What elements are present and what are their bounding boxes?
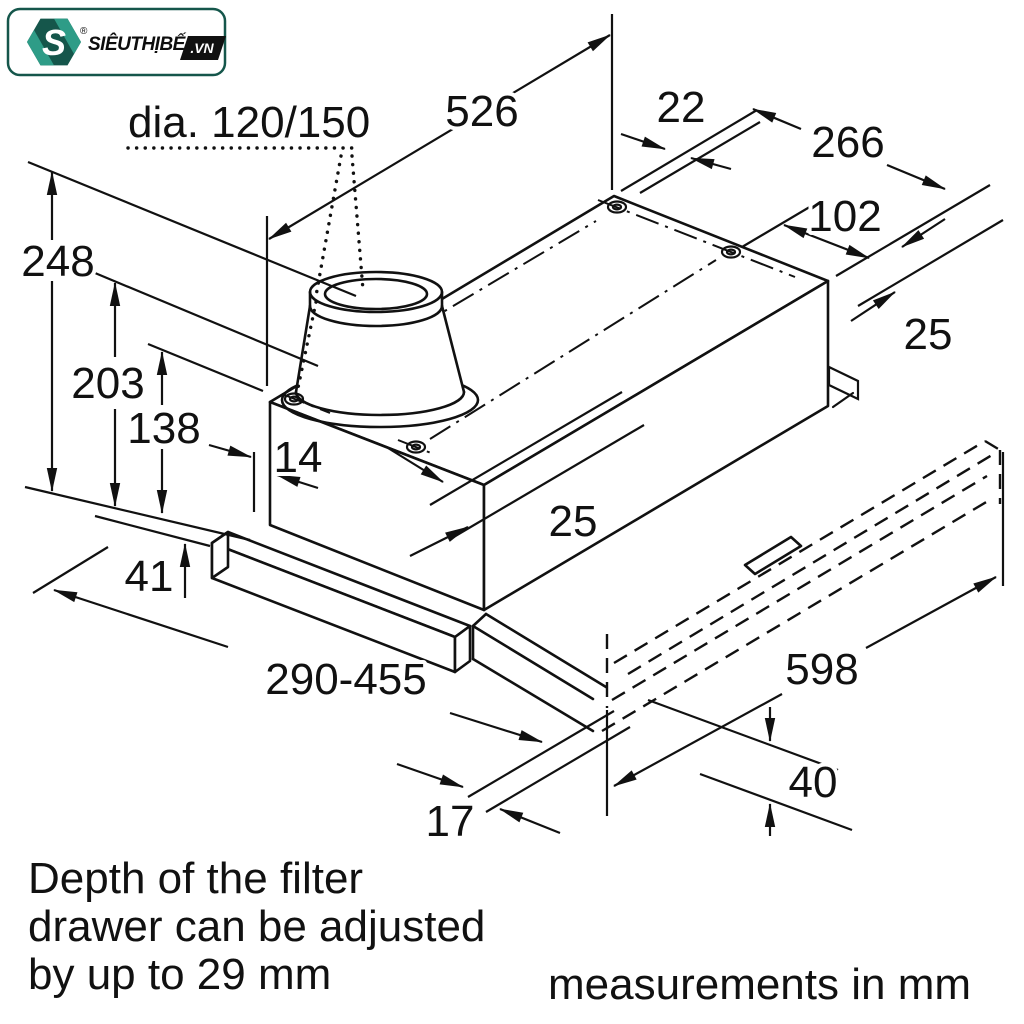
logo-s-letter: S bbox=[42, 22, 66, 63]
label-22: 22 bbox=[657, 83, 706, 132]
label-598: 598 bbox=[785, 645, 858, 694]
diameter-leader-dotted bbox=[126, 146, 365, 390]
collar-opening bbox=[323, 277, 429, 311]
extension-lines bbox=[24, 14, 1005, 832]
note-line-2: drawer can be adjusted bbox=[28, 902, 485, 951]
label-203: 203 bbox=[71, 359, 144, 408]
label-102: 102 bbox=[808, 192, 881, 241]
dimension-arrows bbox=[46, 34, 997, 836]
note-line-1: Depth of the filter bbox=[28, 854, 363, 903]
panel-switch bbox=[743, 535, 803, 576]
screw-hole bbox=[720, 245, 742, 259]
notes: Depth of the filter drawer can be adjust… bbox=[28, 854, 971, 1009]
logo-tld-text: .VN bbox=[190, 40, 214, 56]
label-25-mid: 25 bbox=[549, 497, 598, 546]
filter-drawer-strip bbox=[210, 530, 608, 733]
handle-panel-dashed bbox=[601, 439, 1002, 733]
note-line-3: by up to 29 mm bbox=[28, 950, 331, 999]
logo-hexagon-accent-2 bbox=[27, 30, 54, 66]
label-diameter: dia. 120/150 bbox=[128, 98, 370, 147]
collar-base-arc bbox=[294, 390, 466, 417]
label-40: 40 bbox=[789, 758, 838, 807]
screw-hole bbox=[405, 440, 427, 454]
logo-tld-flag bbox=[180, 36, 226, 60]
body-front-face bbox=[482, 279, 830, 612]
hood-body bbox=[268, 194, 830, 612]
dimension-labels: dia. 120/150 526 22 266 102 25 248 203 1… bbox=[17, 79, 956, 850]
logo-hexagon-accent bbox=[54, 18, 81, 55]
duct-collar bbox=[280, 270, 480, 429]
label-41: 41 bbox=[125, 552, 174, 601]
logo-registered-mark: ® bbox=[80, 26, 88, 37]
collar-rim-lower bbox=[308, 304, 444, 328]
logo-brand-text: SIÊUTHỊBẾP bbox=[88, 33, 198, 55]
note-units: measurements in mm bbox=[548, 960, 971, 1009]
label-25-right: 25 bbox=[904, 310, 953, 359]
screw-holes bbox=[283, 200, 742, 454]
label-248: 248 bbox=[21, 237, 94, 286]
mounting-bracket bbox=[827, 365, 860, 409]
label-17: 17 bbox=[426, 797, 475, 846]
label-14: 14 bbox=[274, 433, 323, 482]
label-526: 526 bbox=[445, 87, 518, 136]
label-138: 138 bbox=[127, 404, 200, 453]
label-290-455: 290-455 bbox=[265, 655, 426, 704]
screw-hole bbox=[283, 392, 305, 406]
sieuthibep-logo: S ® SIÊUTHỊBẾP .VN bbox=[6, 7, 227, 77]
label-266: 266 bbox=[811, 118, 884, 167]
